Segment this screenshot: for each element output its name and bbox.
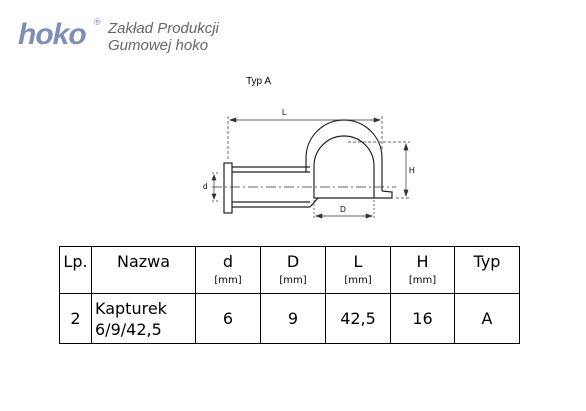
dimension-H xyxy=(348,141,410,199)
logo-brand-mark: hoko xyxy=(18,18,87,51)
header-nazwa: Nazwa xyxy=(91,246,196,294)
header-L: L [mm] xyxy=(325,246,391,294)
dome-inner xyxy=(313,135,375,198)
label-H: H xyxy=(409,166,415,175)
dimension-d xyxy=(211,172,220,202)
unit-label: [mm] xyxy=(279,275,307,286)
specification-table: Lp. Nazwa d [mm] D [mm] L [mm] H [mm] Ty… xyxy=(59,246,520,344)
unit-label: [mm] xyxy=(408,275,437,286)
cell-typ: A xyxy=(454,293,520,344)
dimension-D xyxy=(313,200,375,220)
drawing-title: Typ A xyxy=(246,76,272,87)
header-d: d [mm] xyxy=(195,246,261,294)
nazwa-line-1: Kapturek xyxy=(95,298,167,318)
company-name-line-1: Zakład Produkcji xyxy=(108,20,219,37)
cell-d: 6 xyxy=(195,293,261,344)
cell-nazwa: Kapturek 6/9/42,5 xyxy=(91,293,196,344)
label-d: d xyxy=(203,182,207,191)
dimension-L xyxy=(227,116,383,160)
label-D: D xyxy=(340,205,346,214)
company-name-line-2: Gumowej hoko xyxy=(108,37,209,54)
header-H: H [mm] xyxy=(390,246,455,294)
cap-profile xyxy=(223,119,393,214)
unit-label: [mm] xyxy=(214,275,242,286)
label-L: L xyxy=(282,108,287,117)
header-typ: Typ xyxy=(454,246,520,294)
cell-D: 9 xyxy=(260,293,326,344)
unit-label: [mm] xyxy=(344,275,372,286)
cell-lp: 2 xyxy=(59,293,92,344)
nazwa-line-2: 6/9/42,5 xyxy=(95,319,162,339)
left-flange xyxy=(223,162,233,214)
cell-H: 16 xyxy=(390,293,455,344)
dome-outer xyxy=(305,119,383,191)
cell-L: 42,5 xyxy=(325,293,391,344)
table-header-row: Lp. Nazwa d [mm] D [mm] L [mm] H [mm] Ty… xyxy=(59,246,520,294)
company-logo: hoko ® Zakład Produkcji Gumowej hoko xyxy=(18,17,318,56)
registered-mark: ® xyxy=(94,17,101,27)
header-D: D [mm] xyxy=(260,246,326,294)
table-row: 2 Kapturek 6/9/42,5 6 9 42,5 16 A xyxy=(59,293,520,344)
header-lp: Lp. xyxy=(59,246,92,294)
